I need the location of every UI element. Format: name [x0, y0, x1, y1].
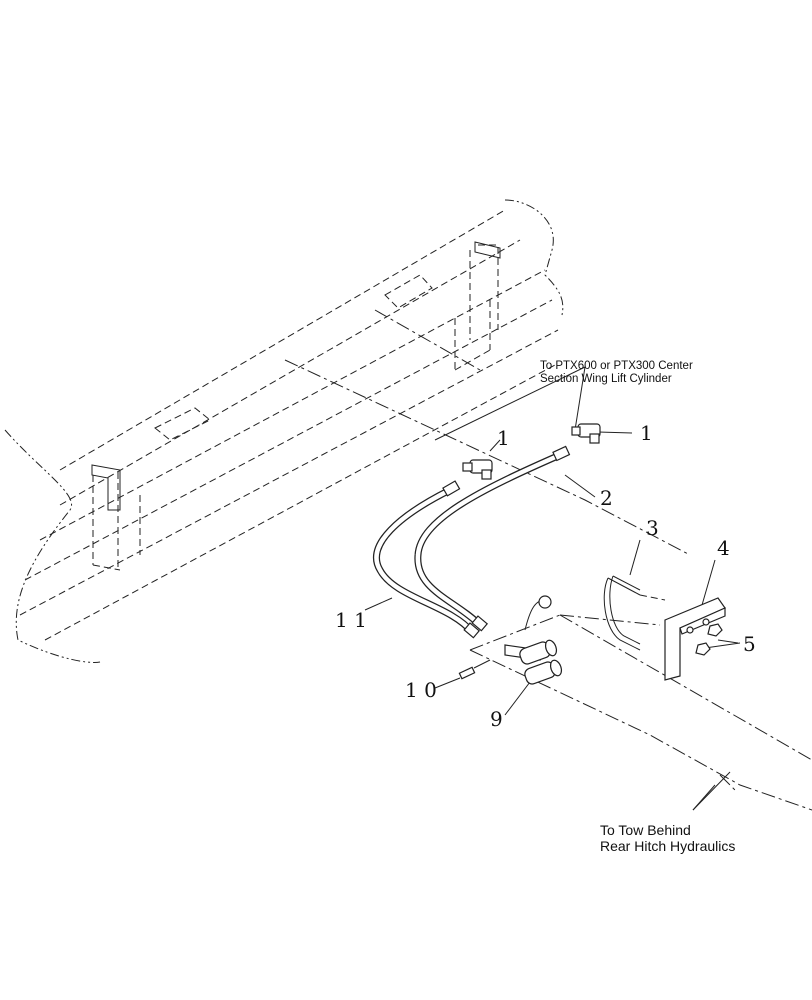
note-rear-line1: To Tow Behind	[600, 822, 691, 838]
callout-5: 5	[743, 632, 756, 656]
leader-lines	[364, 366, 741, 811]
note-center-line2: Section Wing Lift Cylinder	[540, 373, 672, 386]
callout-1-right: 1	[640, 421, 653, 445]
callout-3: 3	[646, 516, 659, 540]
callout-4: 4	[717, 536, 730, 560]
callout-1-left: 1	[497, 426, 510, 450]
hose-2	[414, 451, 564, 629]
callout-11: 1 1	[335, 608, 367, 632]
elbow-fitting-1b	[571, 423, 601, 444]
note-center-line1: To PTX600 or PTX300 Center	[540, 360, 693, 372]
routing-centerline	[284, 309, 812, 811]
note-center-section: To PTX600 or PTX300 Center Section Wing …	[540, 360, 693, 386]
u-bolt-3	[603, 575, 666, 651]
hose-11	[373, 486, 476, 636]
frame-outline	[4, 199, 564, 663]
bracket-4	[664, 597, 726, 681]
callout-9: 9	[490, 707, 503, 731]
coupler-assembly-9	[504, 595, 563, 685]
note-rear-hitch: To Tow Behind Rear Hitch Hydraulics	[600, 822, 735, 854]
elbow-fitting-1a	[462, 459, 493, 480]
nuts-5	[695, 623, 723, 656]
callout-10: 1 0	[405, 678, 437, 702]
screw-10	[458, 659, 491, 680]
callout-2: 2	[600, 486, 613, 510]
hose-fittings	[442, 445, 571, 639]
note-rear-line2: Rear Hitch Hydraulics	[600, 838, 736, 855]
